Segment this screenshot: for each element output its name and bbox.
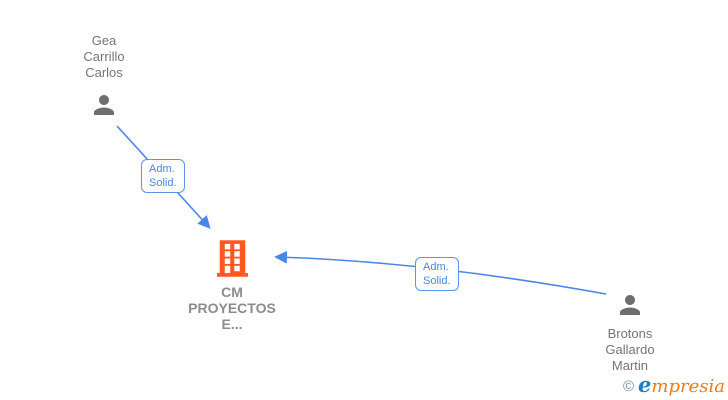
node-person-gea[interactable]: Gea Carrillo Carlos <box>48 33 160 120</box>
building-icon <box>216 240 248 277</box>
person-name-label: Brotons Gallardo Martin <box>605 326 654 374</box>
empresia-logo-rest: mpresia <box>651 376 725 397</box>
name-line-3: Martin <box>611 358 649 373</box>
name-line-2: Carrillo <box>83 49 125 64</box>
person-icon <box>89 90 119 120</box>
company-name-line-1: CM <box>221 284 243 300</box>
edge-label-line-1: Adm. <box>149 163 175 175</box>
name-line-3: Carlos <box>85 65 123 80</box>
edge-label-adm-solid-2: Adm. Solid. <box>415 257 459 291</box>
company-name-line-3: E... <box>221 316 243 332</box>
person-icon <box>615 290 645 320</box>
person-name-label: Gea Carrillo Carlos <box>83 33 124 81</box>
empresia-logo-text: empresia <box>638 372 725 397</box>
empresia-logo-initial: e <box>638 372 652 397</box>
company-name-line-2: PROYECTOS <box>188 300 276 316</box>
edge-label-line-1: Adm. <box>423 261 449 273</box>
edge-label-adm-solid-1: Adm. Solid. <box>141 159 185 193</box>
node-company-cm-proyectos[interactable]: CM PROYECTOS E... <box>176 240 288 332</box>
edge-label-line-2: Solid. <box>423 275 451 287</box>
name-line-2: Gallardo <box>605 342 655 357</box>
edge-label-line-2: Solid. <box>149 177 177 189</box>
node-person-brotons[interactable]: Brotons Gallardo Martin <box>574 290 686 374</box>
copyright-icon: © <box>622 377 635 395</box>
name-line-1: Brotons <box>607 326 653 341</box>
empresia-watermark[interactable]: © empresia <box>622 372 725 397</box>
company-name-label: CM PROYECTOS E... <box>188 284 276 332</box>
name-line-1: Gea <box>91 33 117 48</box>
